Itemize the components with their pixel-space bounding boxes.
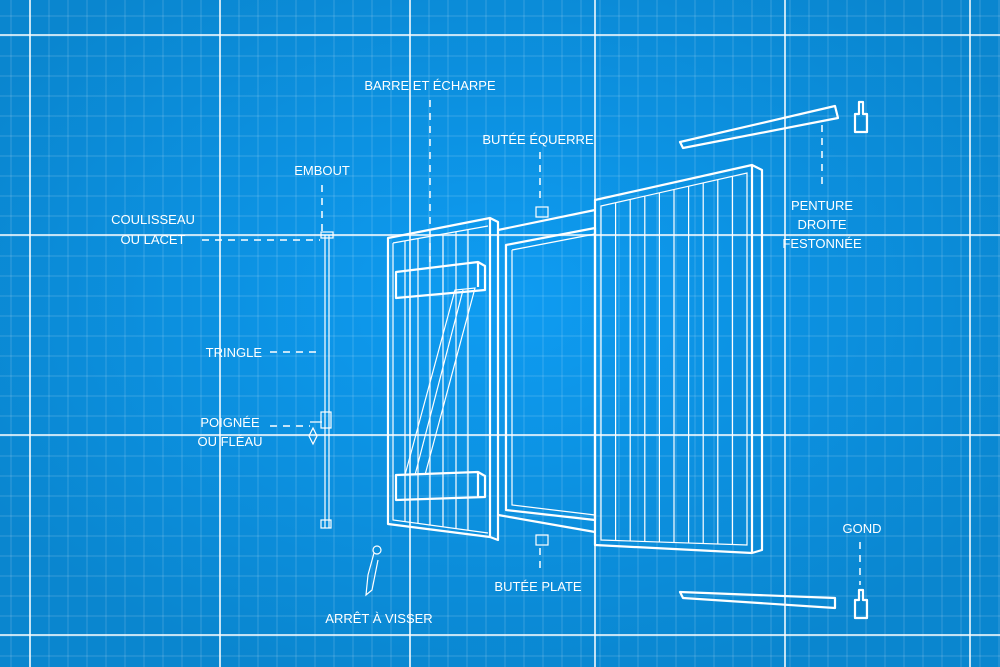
- leader-lines: [202, 100, 861, 585]
- label-tringle: TRINGLE: [206, 345, 263, 360]
- penture-bottom: [678, 588, 869, 620]
- label-droite: DROITE: [797, 217, 846, 232]
- label-barre-echarpe: BARRE ET ÉCHARPE: [364, 78, 496, 93]
- label-ou-fleau: OU FLÉAU: [197, 434, 262, 449]
- penture-top: [678, 100, 869, 150]
- tringle-rod: [308, 231, 334, 529]
- label-embout: EMBOUT: [294, 163, 350, 178]
- label-butee-equerre: BUTÉE ÉQUERRE: [482, 132, 594, 147]
- label-butee-plate: BUTÉE PLATE: [494, 579, 582, 594]
- label-coulisseau: COULISSEAU: [111, 212, 195, 227]
- left-shutter: [386, 216, 500, 542]
- label-gond: GOND: [843, 521, 882, 536]
- label-festonnee: FESTONNÉE: [782, 236, 862, 251]
- label-ou-lacet: OU LACET: [120, 232, 185, 247]
- right-shutter: [593, 163, 764, 555]
- label-penture: PENTURE: [791, 198, 853, 213]
- label-arret-a-visser: ARRÊT À VISSER: [325, 611, 432, 626]
- arret-a-visser: [365, 545, 382, 597]
- label-poignee: POIGNÉE: [200, 415, 260, 430]
